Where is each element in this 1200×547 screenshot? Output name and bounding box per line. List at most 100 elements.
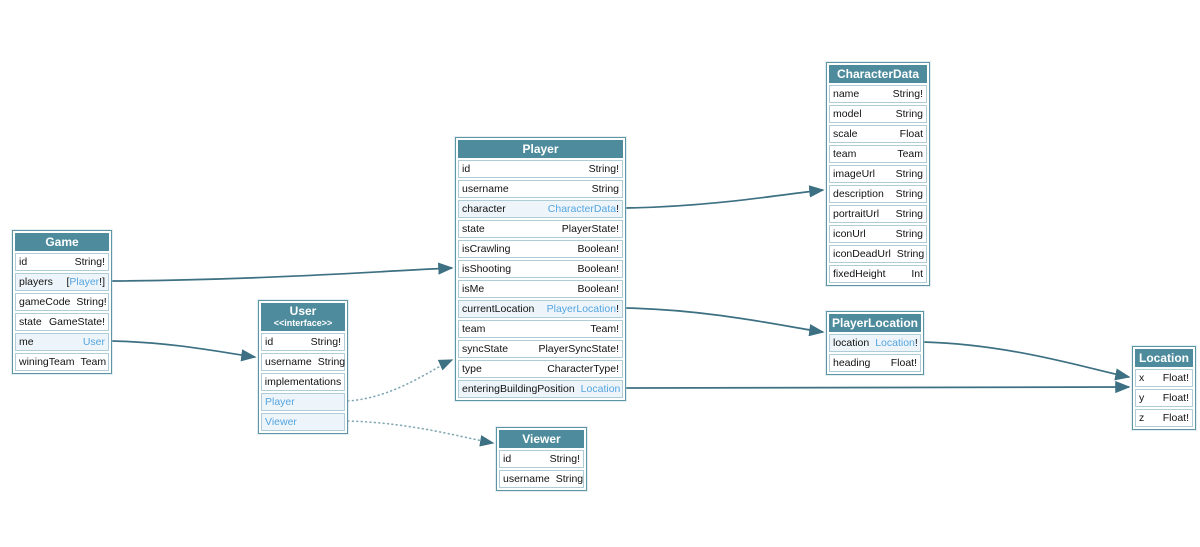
type-suffix: !]	[99, 276, 105, 288]
edge-PlayerLocation-location-to-Location	[923, 341, 1131, 381]
type-title: Location	[1139, 351, 1189, 365]
field-name: id	[19, 256, 28, 268]
field-name: state	[19, 316, 42, 328]
field-type: String	[591, 183, 619, 195]
type-header-Player[interactable]: Player	[458, 140, 623, 158]
field-row-Game-players: players [Player!]	[15, 273, 109, 291]
type-link-PlayerLocation[interactable]: PlayerLocation	[546, 303, 617, 315]
field-name: character	[462, 203, 506, 215]
field-type: Boolean!	[577, 283, 619, 295]
field-type: PlayerSyncState!	[538, 343, 619, 355]
field-row-CharacterData-imageUrl: imageUrl String	[829, 165, 927, 183]
type-link-CharacterData[interactable]: CharacterData	[547, 203, 617, 215]
field-type: User	[83, 336, 105, 348]
field-type: Team	[80, 356, 107, 368]
type-header-User[interactable]: User<<interface>>	[261, 303, 345, 331]
field-name: username	[503, 473, 550, 485]
edge-Player-enteringBuildingPosition-to-Location	[625, 380, 1131, 394]
implementation-link-Viewer[interactable]: Viewer	[265, 416, 297, 428]
field-type: Location	[581, 383, 621, 395]
field-row-CharacterData-fixedHeight: fixedHeight Int	[829, 265, 927, 283]
field-type: Float!	[890, 357, 917, 369]
field-type: PlayerLocation!	[547, 303, 619, 315]
field-name: z	[1139, 412, 1145, 424]
type-header-Viewer[interactable]: Viewer	[499, 430, 584, 448]
field-name: players	[19, 276, 53, 288]
field-name: isCrawling	[462, 243, 511, 255]
field-type: String	[895, 108, 923, 120]
type-header-CharacterData[interactable]: CharacterData	[829, 65, 927, 83]
field-name: fixedHeight	[833, 268, 886, 280]
field-type: Location!	[875, 337, 918, 349]
field-type: [Player!]	[66, 276, 105, 288]
field-name: portraitUrl	[833, 208, 880, 220]
field-type: Float!	[1162, 412, 1189, 424]
type-link-Player[interactable]: Player	[69, 276, 100, 288]
type-title: Viewer	[522, 432, 561, 446]
field-row-User-Viewer: Viewer	[261, 413, 345, 431]
field-row-Player-isCrawling: isCrawling Boolean!	[458, 240, 623, 258]
field-name: heading	[833, 357, 871, 369]
field-name: imageUrl	[833, 168, 876, 180]
field-row-Player-isMe: isMe Boolean!	[458, 280, 623, 298]
field-type: Float!	[1162, 392, 1189, 404]
section-label: implementations	[264, 376, 342, 388]
type-title: CharacterData	[836, 67, 920, 81]
field-row-Game-gameCode: gameCode String!	[15, 293, 109, 311]
field-type: String!	[310, 336, 341, 348]
edge-Player-currentLocation-to-PlayerLocation	[625, 307, 825, 337]
field-type: String!	[588, 163, 619, 175]
type-link-Location[interactable]: Location	[875, 337, 915, 349]
field-name: state	[462, 223, 485, 235]
field-name: team	[833, 148, 857, 160]
type-header-Game[interactable]: Game	[15, 233, 109, 251]
field-row-User-Player: Player	[261, 393, 345, 411]
edge-Player-character-to-CharacterData	[625, 185, 825, 209]
field-name: iconDeadUrl	[833, 248, 891, 260]
field-type: String	[555, 473, 584, 485]
field-type: Boolean!	[577, 243, 619, 255]
edge-User-Viewer-to-Viewer-dotted	[347, 420, 495, 447]
type-header-Location[interactable]: Location	[1135, 349, 1193, 367]
field-name: x	[1139, 372, 1145, 384]
type-link-User[interactable]: User	[82, 336, 105, 348]
type-title: Game	[45, 235, 79, 249]
type-title: User	[289, 304, 317, 318]
field-row-Location-z: z Float!	[1135, 409, 1193, 427]
type-link-Location[interactable]: Location	[580, 383, 621, 395]
field-name: isMe	[462, 283, 485, 295]
field-type: Team	[897, 148, 923, 160]
field-name: isShooting	[462, 263, 512, 275]
type-suffix: !	[616, 303, 619, 315]
type-header-PlayerLocation[interactable]: PlayerLocation	[829, 314, 921, 332]
field-type: Int	[911, 268, 923, 280]
field-name: gameCode	[19, 296, 71, 308]
field-type: String!	[76, 296, 107, 308]
implementation-link-Player[interactable]: Player	[265, 396, 295, 408]
field-type: String	[895, 168, 923, 180]
